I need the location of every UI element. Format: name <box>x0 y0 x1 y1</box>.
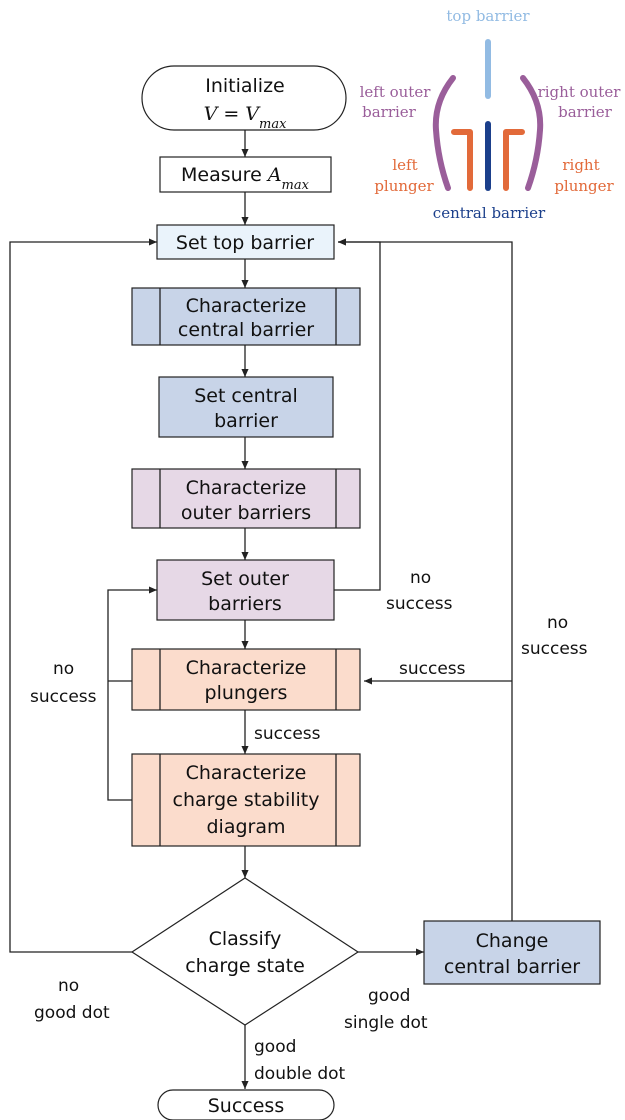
char-central-line2: central barrier <box>178 319 314 341</box>
char-outer-line1: Characterize <box>186 477 307 499</box>
node-success: Success <box>157 1089 335 1120</box>
change-central-line1: Change <box>476 930 549 952</box>
set-top-label: Set top barrier <box>176 232 314 254</box>
left-plunger-gate <box>451 129 473 191</box>
plunger-success-label: success <box>254 724 321 744</box>
char-stability-line1: Characterize <box>186 762 307 784</box>
node-set-outer: Set outer barriers <box>156 559 335 621</box>
legend-left-plunger-line1: left <box>392 156 417 174</box>
node-set-central: Set central barrier <box>158 376 334 438</box>
char-plungers-line1: Characterize <box>186 657 307 679</box>
single-dot-line1: good <box>368 986 410 1006</box>
char-stability-line2: charge stability <box>173 789 320 811</box>
gate-legend: top barrier left outer barrier right out… <box>360 7 622 222</box>
char-plungers-line2: plungers <box>205 682 288 704</box>
edge-labels: no success no success success no success… <box>30 568 588 1084</box>
connectors <box>9 130 513 1089</box>
node-characterize-central: Characterize central barrier <box>131 287 361 346</box>
double-dot-line1: good <box>254 1037 296 1057</box>
legend-left-outer-line2: barrier <box>362 103 417 121</box>
classify-line2: charge state <box>185 955 305 977</box>
node-classify: Classify charge state <box>130 877 360 1026</box>
legend-left-outer-line1: left outer <box>360 83 432 101</box>
legend-right-outer-line1: right outer <box>538 83 622 101</box>
left-outer-barrier-gate <box>432 75 456 191</box>
single-dot-line2: single dot <box>344 1013 428 1033</box>
set-central-line1: Set central <box>194 385 298 407</box>
change-fail-line1: no <box>547 613 568 633</box>
set-central-line2: barrier <box>214 410 278 432</box>
double-dot-line2: double dot <box>254 1064 346 1084</box>
plunger-loop-line2: success <box>30 687 97 707</box>
measure-label: Measure Amax <box>181 164 310 193</box>
change-success-label: success <box>399 659 466 679</box>
change-fail-line2: success <box>521 639 588 659</box>
initialize-formula: V = Vmax <box>204 103 288 132</box>
char-outer-line2: outer barriers <box>181 502 311 524</box>
outer-fail-line1: no <box>410 568 431 588</box>
legend-central-barrier: central barrier <box>433 204 546 222</box>
classify-line1: Classify <box>209 928 282 950</box>
legend-right-plunger-line1: right <box>562 156 599 174</box>
legend-left-plunger-line2: plunger <box>374 177 434 195</box>
node-characterize-outer: Characterize outer barriers <box>131 468 361 529</box>
legend-right-plunger-line2: plunger <box>554 177 614 195</box>
plunger-loop-line1: no <box>53 659 74 679</box>
legend-top-barrier: top barrier <box>446 7 530 25</box>
success-label: Success <box>208 1095 284 1117</box>
change-central-line2: central barrier <box>444 956 580 978</box>
char-stability-line3: diagram <box>206 816 285 838</box>
edge-plunger-loop <box>107 586 157 801</box>
initialize-line1: Initialize <box>205 75 285 97</box>
set-outer-line1: Set outer <box>201 568 289 590</box>
node-set-top-barrier: Set top barrier <box>156 224 335 260</box>
edge-no-good-dot <box>9 238 157 953</box>
edge-change-fail <box>338 238 513 921</box>
node-change-central: Change central barrier <box>423 920 601 985</box>
no-good-line1: no <box>58 976 79 996</box>
node-characterize-plungers: Characterize plungers <box>131 648 361 711</box>
right-plunger-gate <box>503 129 525 191</box>
legend-right-outer-line2: barrier <box>558 103 613 121</box>
no-good-line2: good dot <box>34 1003 110 1023</box>
right-outer-barrier-gate <box>520 75 544 191</box>
node-measure: Measure Amax <box>159 156 332 193</box>
node-initialize: Initialize V = Vmax <box>141 65 347 132</box>
outer-fail-line2: success <box>386 594 453 614</box>
node-characterize-stability: Characterize charge stability diagram <box>131 753 361 847</box>
set-outer-line2: barriers <box>208 593 282 615</box>
char-central-line1: Characterize <box>186 295 307 317</box>
